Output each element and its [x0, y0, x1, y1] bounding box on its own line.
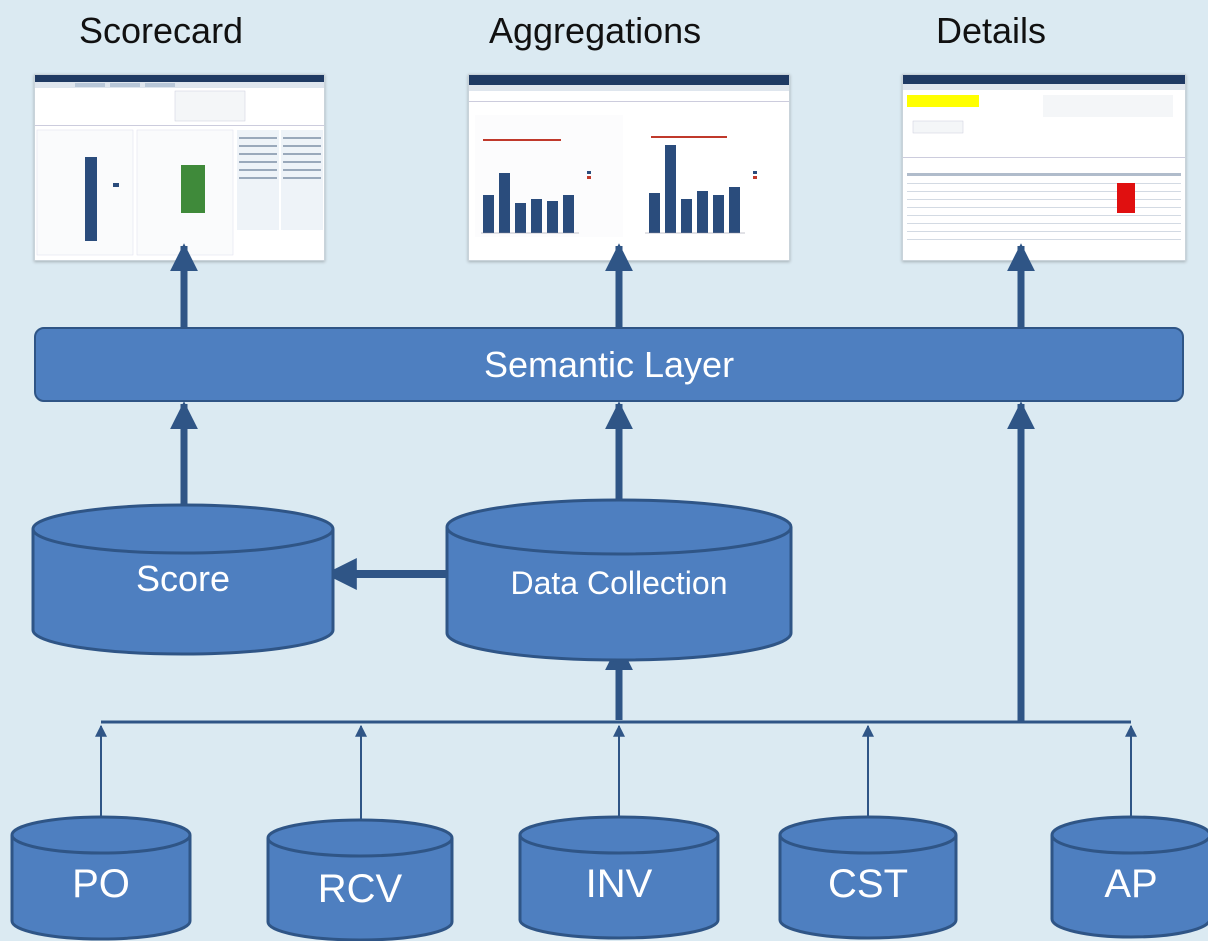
score-cylinder [31, 503, 335, 656]
rcv-cylinder [266, 818, 454, 941]
source-cst-label: CST [828, 862, 908, 906]
title-details: Details [936, 10, 1047, 51]
title-aggregations: Aggregations [489, 10, 702, 51]
cst-cylinder [778, 815, 958, 940]
source-ap-label: AP [1104, 862, 1158, 906]
details-screenshot [902, 74, 1186, 261]
source-po-label: PO [72, 862, 130, 906]
semantic-layer: Semantic Layer [34, 327, 1184, 402]
ap-cylinder [1050, 815, 1208, 939]
title-scorecard: Scorecard [79, 10, 244, 51]
source-rcv-label: RCV [317, 867, 403, 911]
data-collection-label: Data Collection [510, 565, 728, 601]
scorecard-screenshot [34, 74, 325, 261]
po-cylinder [10, 815, 192, 941]
aggregations-screenshot [468, 74, 790, 261]
inv-cylinder [518, 815, 720, 940]
source-inv-label: INV [585, 862, 653, 906]
score-label: Score [135, 558, 231, 599]
data-collection-cylinder [445, 498, 793, 662]
